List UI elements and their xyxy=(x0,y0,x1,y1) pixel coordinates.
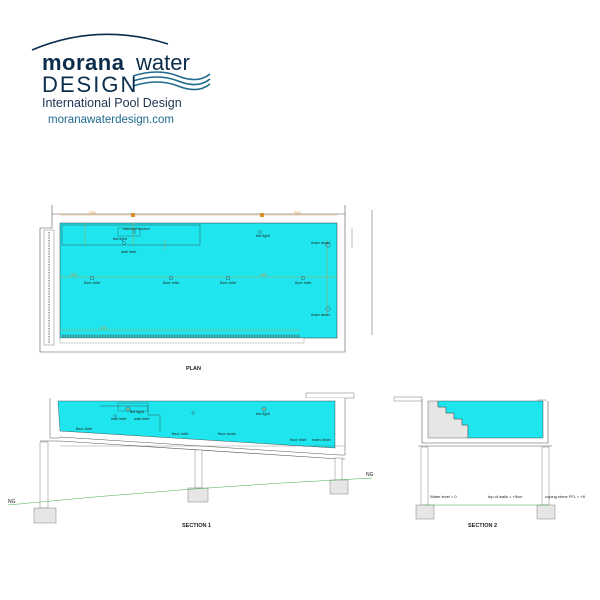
section2-deck-left xyxy=(393,396,423,402)
plan-dim-5: 195 xyxy=(100,325,107,330)
section2-footings xyxy=(415,504,556,520)
section1-deck xyxy=(305,392,355,399)
logo-swoosh-icon xyxy=(31,33,211,91)
section1-step-detail xyxy=(117,402,149,412)
plan-fittings xyxy=(89,230,331,312)
section1-label-led-light-2: led light xyxy=(256,411,271,416)
section1-fittings xyxy=(113,406,267,418)
plan-gutter xyxy=(43,229,55,346)
section-2-view: Water level = 0 top of walls = +5cm copi… xyxy=(393,396,586,529)
section1-ground-label-right: NG xyxy=(366,472,374,478)
section2-water xyxy=(437,400,544,439)
section1-label-floor-inlet-c: floor inlet xyxy=(290,437,307,442)
plan-skimmer-icon-2 xyxy=(260,213,264,217)
logo-tagline: International Pool Design xyxy=(42,96,182,110)
logo-website[interactable]: moranawaterdesign.com xyxy=(48,114,174,126)
plan-title: PLAN xyxy=(186,366,201,372)
plan-water xyxy=(59,222,338,339)
plan-label-floor-inlet-2: floor inlet xyxy=(163,280,180,285)
plan-steps-outline xyxy=(61,224,201,246)
plan-dimension-lines xyxy=(60,214,337,331)
section1-led-light-icon xyxy=(127,408,129,410)
plan-label-led-light: led light xyxy=(113,236,128,241)
plan-skimmer-icon xyxy=(131,213,135,217)
plan-dim-1: 250 xyxy=(89,210,96,215)
section2-top-walls: top of walls = +5cm xyxy=(488,494,523,499)
plan-dim-4: 165 xyxy=(260,272,267,277)
plan-dim-2: 250 xyxy=(294,210,301,215)
logo-brand-bold: morana xyxy=(42,50,125,75)
section1-ground-line xyxy=(7,477,373,506)
plan-label-floor-inlet-3: floor inlet xyxy=(220,280,237,285)
section1-label-wall-inlet-a: wall inlet xyxy=(111,416,127,421)
section1-water xyxy=(57,400,336,449)
section1-label-floor-drain: floor drain xyxy=(218,431,236,436)
logo-brand-design: DESIGN xyxy=(42,72,139,97)
section2-coping-stone: coping stone FFL = +8 xyxy=(545,494,586,499)
section2-title: SECTION 2 xyxy=(468,523,497,529)
section1-label-led-light: led light xyxy=(130,409,145,414)
plan-label-vacuum-socket: vacuum socket xyxy=(123,226,151,231)
plan-label-main-drain: main drain xyxy=(311,240,330,245)
plan-outer-wall xyxy=(39,205,346,353)
section1-label-wall-inlet-b: wall inlet xyxy=(134,416,150,421)
section1-label-floor-inlet-a: floor inlet xyxy=(76,426,93,431)
plan-label-floor-inlet-1: floor inlet xyxy=(84,280,101,285)
section1-label-main-drain: main drain xyxy=(312,437,331,442)
plan-bottom-channel xyxy=(59,337,305,344)
section-1-view: led light wall inlet wall inlet floor in… xyxy=(7,392,374,529)
company-logo: morana water DESIGN International Pool D… xyxy=(28,28,228,133)
section1-led-light-icon-2 xyxy=(263,408,265,410)
section1-label-floor-inlet-b: floor inlet xyxy=(172,431,189,436)
plan-view: 250 250 155 165 195 vacuum socket led li… xyxy=(39,205,373,372)
section1-title: SECTION 1 xyxy=(182,523,211,529)
plan-label-wall-inlet: wall inlet xyxy=(121,249,137,254)
section1-ground-label: NG xyxy=(8,499,16,505)
section1-footings xyxy=(33,479,349,524)
plan-label-main-drain-2: main drain xyxy=(311,312,330,317)
plan-step-detail xyxy=(117,227,141,237)
section1-steps xyxy=(100,405,161,431)
logo-brand-light: water xyxy=(136,50,190,75)
plan-label-led-light-2: led light xyxy=(256,233,271,238)
plan-label-floor-inlet-4: floor inlet xyxy=(295,280,312,285)
section2-water-level: Water level = 0 xyxy=(430,494,457,499)
plan-dim-3: 155 xyxy=(70,272,77,277)
